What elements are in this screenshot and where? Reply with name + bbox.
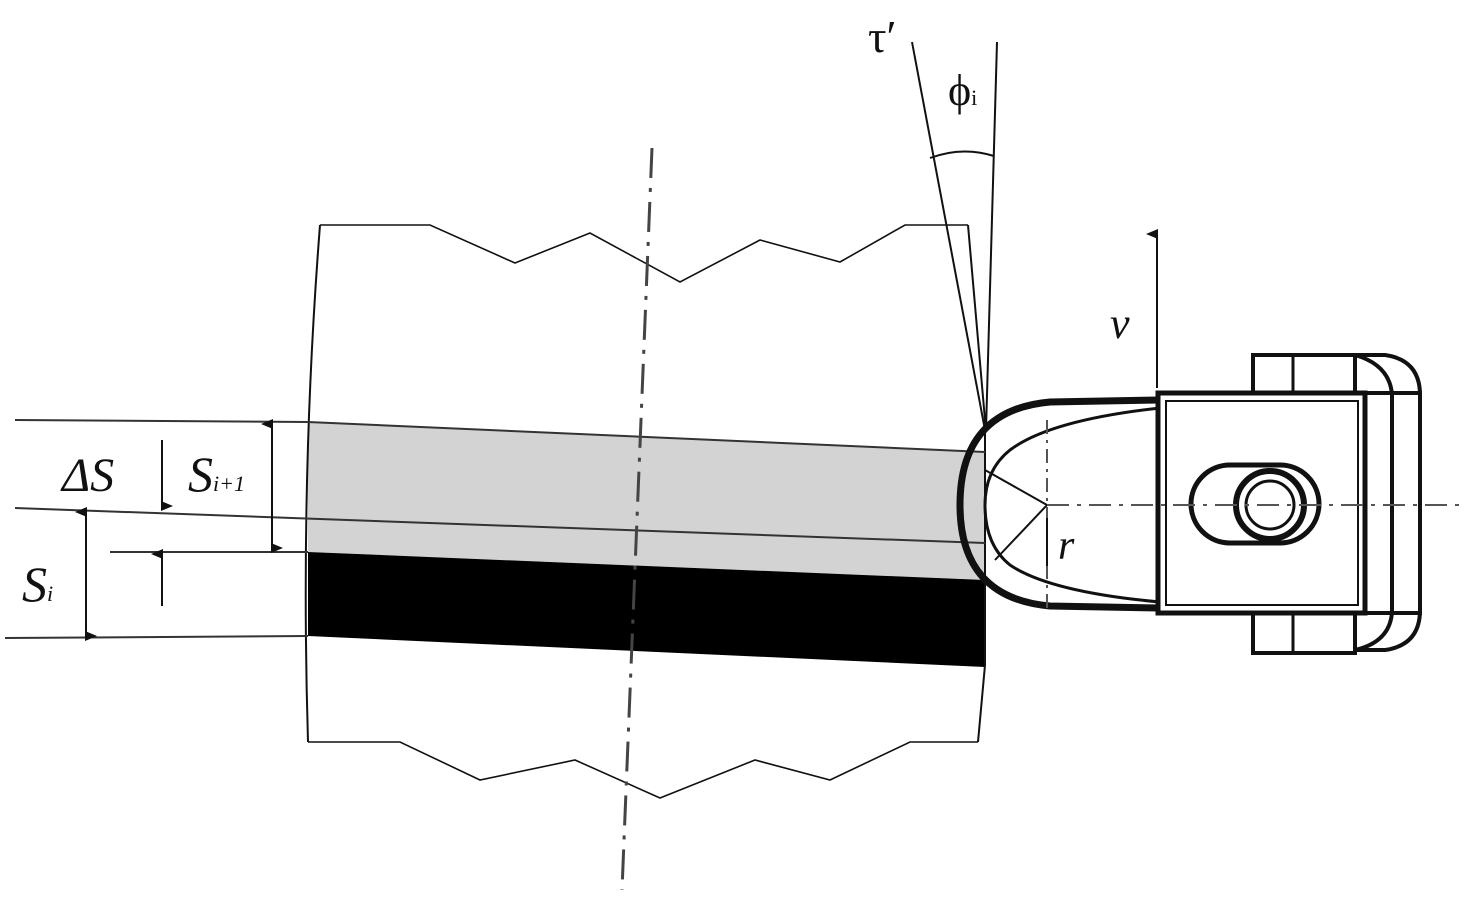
cutting-tool	[956, 353, 1464, 655]
removed-layer-band	[308, 422, 985, 580]
workpiece-centerline	[620, 147, 654, 891]
label-s-next-symbol: S	[188, 446, 213, 502]
label-phi-symbol: ϕ	[948, 66, 972, 115]
label-s-next: Si+1	[188, 445, 245, 503]
label-radius: r	[1058, 523, 1075, 569]
label-s-i: Si	[22, 555, 53, 613]
label-phi: ϕi	[948, 65, 977, 116]
label-tau-prime: τ′	[868, 11, 897, 62]
angle-lines	[911, 41, 998, 431]
label-delta-s: ΔS	[62, 449, 115, 502]
current-layer-band	[308, 552, 985, 667]
label-velocity: v	[1110, 299, 1130, 348]
label-phi-subscript: i	[971, 85, 978, 110]
top-break-line	[320, 224, 968, 283]
dimension-arrows	[75, 419, 283, 641]
bottom-break-line	[308, 741, 978, 799]
label-s-next-subscript: i+1	[213, 471, 245, 496]
label-s-i-symbol: S	[22, 556, 47, 612]
label-s-i-subscript: i	[47, 581, 54, 606]
